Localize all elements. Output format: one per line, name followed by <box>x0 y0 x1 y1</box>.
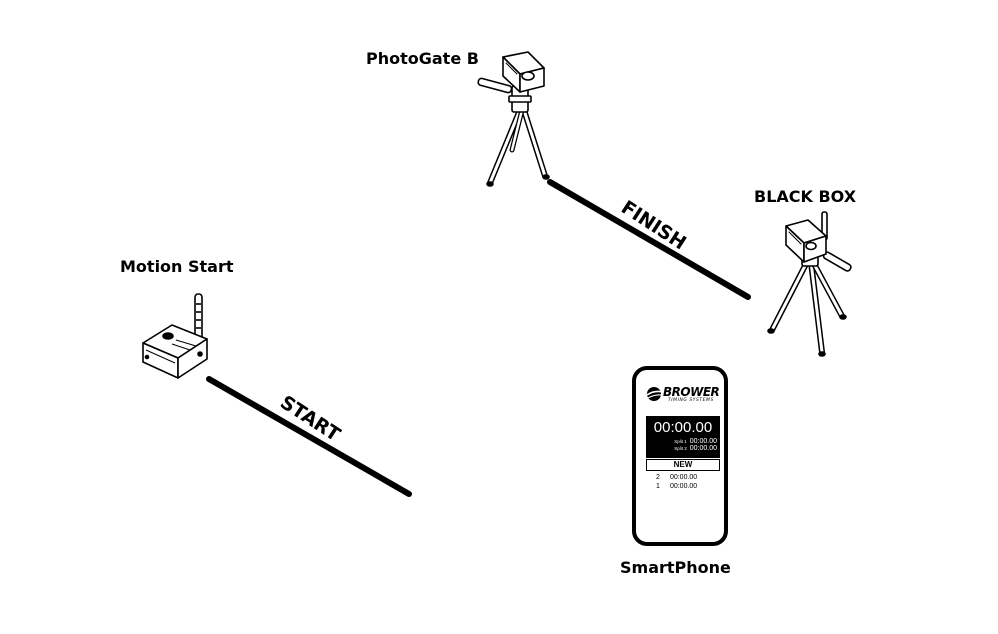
photogate-b-device <box>477 51 550 187</box>
motion-start-device <box>142 293 208 379</box>
smartphone-label: SmartPhone <box>620 558 731 577</box>
result-row: 1 00:00.00 <box>656 483 697 490</box>
split-1: Split 1 00:00.00 <box>674 438 717 445</box>
new-button[interactable]: NEW <box>646 459 720 471</box>
result-time: 00:00.00 <box>669 474 698 481</box>
split-1-value: 00:00.00 <box>689 438 717 445</box>
start-line <box>206 376 412 497</box>
result-number: 2 <box>656 474 660 481</box>
split-2-value: 00:00.00 <box>689 445 717 452</box>
phone-screen: BROWER TIMING SYSTEMS 00:00.00 Split 1 0… <box>642 378 720 534</box>
split-2: Split 2 00:00.00 <box>674 445 717 452</box>
main-timer: 00:00.00 <box>653 419 713 436</box>
brand-name: BROWER <box>663 385 720 399</box>
split-2-label: Split 2 <box>674 446 687 451</box>
result-row: 2 00:00.00 <box>656 474 697 481</box>
timer-panel: 00:00.00 Split 1 00:00.00 Split 2 00:00.… <box>646 416 720 458</box>
result-number: 1 <box>656 483 660 490</box>
finish-line <box>547 179 751 300</box>
motion-start-label: Motion Start <box>120 257 234 276</box>
brower-logo: BROWER TIMING SYSTEMS <box>646 384 724 406</box>
split-1-label: Split 1 <box>674 439 687 444</box>
brower-logo-icon <box>646 387 664 401</box>
photogate-b-label: PhotoGate B <box>366 49 479 68</box>
black-box-device <box>767 211 852 357</box>
smartphone-device: BROWER TIMING SYSTEMS 00:00.00 Split 1 0… <box>632 366 728 546</box>
result-time: 00:00.00 <box>669 483 698 490</box>
black-box-label: BLACK BOX <box>754 187 857 206</box>
brand-subtitle: TIMING SYSTEMS <box>668 398 714 403</box>
